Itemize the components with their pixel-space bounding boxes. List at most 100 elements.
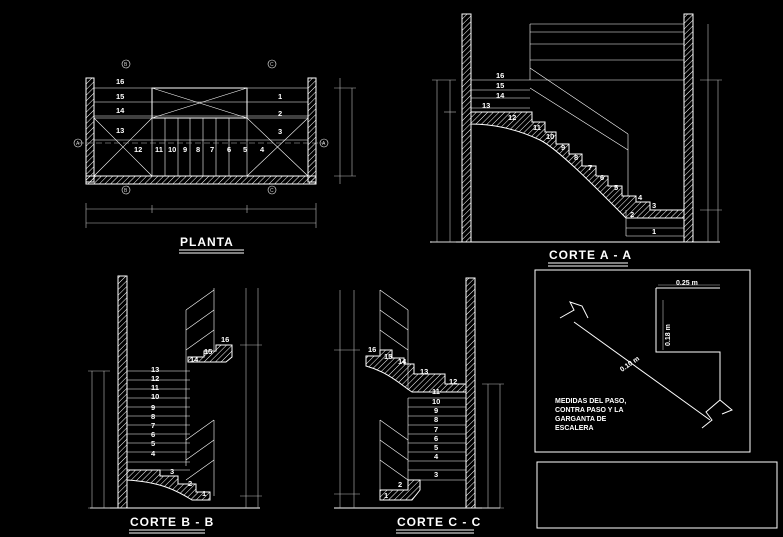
planta-right-wall (307, 77, 317, 183)
corte-bb-step-15: 15 (204, 347, 212, 356)
marker-b-bottom: B (124, 188, 128, 194)
planta-step-11: 11 (155, 145, 163, 154)
detail-break-top (559, 301, 589, 319)
corte-bb-step-3: 3 (170, 467, 174, 476)
corte-cc-section: 16 15 14 13 12 11 10 9 8 7 6 5 4 3 2 1 C… (334, 277, 504, 534)
planta-step-10: 10 (168, 145, 176, 154)
corte-bb-title: CORTE B - B (130, 515, 214, 529)
planta-step-16: 16 (116, 77, 124, 86)
corte-aa-step-1: 1 (652, 227, 656, 236)
corte-cc-step-15: 15 (384, 352, 392, 361)
planta-title: PLANTA (180, 235, 234, 249)
planta-step-5: 5 (243, 145, 247, 154)
corte-bb-step-5: 5 (151, 439, 155, 448)
corte-bb-step-13: 13 (151, 365, 159, 374)
corte-cc-title: CORTE C - C (397, 515, 481, 529)
planta-step-9: 9 (183, 145, 187, 154)
planta-plan-view: 16 15 14 13 1 2 3 12 11 10 9 8 7 6 5 4 B… (73, 59, 356, 254)
marker-a-right: A (322, 141, 326, 147)
corte-cc-step-16: 16 (368, 345, 376, 354)
corte-bb-lower-slab (126, 469, 211, 501)
detail-break-bottom (701, 399, 721, 429)
detail-note-line1: MEDIDAS DEL PASO, (555, 398, 626, 405)
corte-cc-step-14: 14 (398, 357, 407, 366)
planta-step-7: 7 (210, 145, 214, 154)
marker-b-top: B (124, 62, 128, 68)
planta-step-3: 3 (278, 127, 282, 136)
corte-aa-step-5: 5 (614, 183, 618, 192)
corte-bb-step-12: 12 (151, 374, 159, 383)
corte-bb-step-14: 14 (190, 355, 199, 364)
detail-soffit-line (573, 321, 711, 421)
corte-bb-step-16: 16 (221, 335, 229, 344)
corte-aa-step-16: 16 (496, 71, 504, 80)
corte-aa-step-12: 12 (508, 113, 516, 122)
corte-bb-step-8: 8 (151, 412, 155, 421)
corte-bb-upper-slab (187, 344, 233, 363)
detail-vertical-dim: 0.18 m (665, 324, 672, 346)
corte-aa-title: CORTE A - A (549, 248, 632, 262)
corte-aa-step-3: 3 (652, 201, 656, 210)
detail-diagonal-dim: 0.10 m (619, 355, 641, 373)
corte-bb-step-7: 7 (151, 421, 155, 430)
corte-cc-step-9: 9 (434, 406, 438, 415)
corte-aa-step-4: 4 (638, 193, 643, 202)
planta-step-8: 8 (196, 145, 200, 154)
corte-bb-left-wall (117, 275, 128, 509)
corte-cc-step-8: 8 (434, 415, 438, 424)
marker-a-left: A (76, 141, 80, 147)
detail-box: 0.25 m 0.18 m 0.10 m MEDIDAS DEL PASO, C… (534, 269, 751, 453)
corte-cc-step-3: 3 (434, 470, 438, 479)
planta-step-15: 15 (116, 92, 124, 101)
corte-cc-step-2: 2 (398, 480, 402, 489)
corte-bb-step-2: 2 (188, 479, 192, 488)
planta-step-6: 6 (227, 145, 231, 154)
corte-cc-step-6: 6 (434, 434, 438, 443)
corte-bb-step-1: 1 (202, 489, 206, 498)
planta-step-4: 4 (260, 145, 265, 154)
corte-bb-step-10: 10 (151, 392, 159, 401)
corte-cc-step-4: 4 (434, 452, 439, 461)
corte-aa-step-15: 15 (496, 81, 504, 90)
corte-aa-step-6: 6 (600, 173, 604, 182)
planta-step-2: 2 (278, 109, 282, 118)
corte-bb-step-6: 6 (151, 430, 155, 439)
corte-aa-section: 16 15 14 13 12 11 10 9 8 7 6 5 4 3 2 1 C… (430, 13, 722, 267)
corte-cc-step-13: 13 (420, 367, 428, 376)
detail-note-line2: CONTRA PASO Y LA (555, 407, 624, 414)
corte-bb-step-9: 9 (151, 403, 155, 412)
detail-riser-profile (655, 288, 733, 415)
corte-cc-step-10: 10 (432, 397, 440, 406)
corte-aa-step-9: 9 (561, 143, 565, 152)
corte-cc-upper-slab (365, 349, 467, 393)
detail-note-line3: GARGANTA DE (555, 416, 607, 423)
planta-left-wall (85, 77, 95, 183)
corte-cc-step-7: 7 (434, 425, 438, 434)
corte-bb-section: 16 15 14 13 12 11 10 9 8 7 6 5 4 3 2 1 C… (88, 275, 262, 534)
corte-bb-step-11: 11 (151, 383, 159, 392)
corte-aa-step-11: 11 (533, 123, 541, 132)
planta-bottom-wall (85, 175, 317, 185)
corte-cc-step-11: 11 (432, 387, 440, 396)
planta-step-1: 1 (278, 92, 282, 101)
corte-aa-left-wall (461, 13, 472, 243)
corte-aa-step-8: 8 (574, 153, 578, 162)
planta-step-12: 12 (134, 145, 142, 154)
corte-cc-lower-slab (379, 479, 421, 501)
planta-step-13: 13 (116, 126, 124, 135)
marker-c-bottom: C (270, 188, 274, 194)
marker-c-top: C (270, 62, 274, 68)
corte-aa-step-10: 10 (546, 132, 554, 141)
corte-aa-right-wall (683, 13, 694, 243)
detail-horizontal-dim: 0.25 m (676, 280, 698, 287)
corte-cc-step-1: 1 (384, 491, 388, 500)
corte-bb-step-4: 4 (151, 449, 156, 458)
detail-note-line4: ESCALERA (555, 425, 594, 432)
detail-frame (534, 269, 751, 453)
corte-cc-right-wall (465, 277, 476, 509)
corte-cc-step-12: 12 (449, 377, 457, 386)
corte-aa-step-2: 2 (630, 210, 634, 219)
planta-step-14: 14 (116, 106, 125, 115)
corte-aa-step-14: 14 (496, 91, 505, 100)
